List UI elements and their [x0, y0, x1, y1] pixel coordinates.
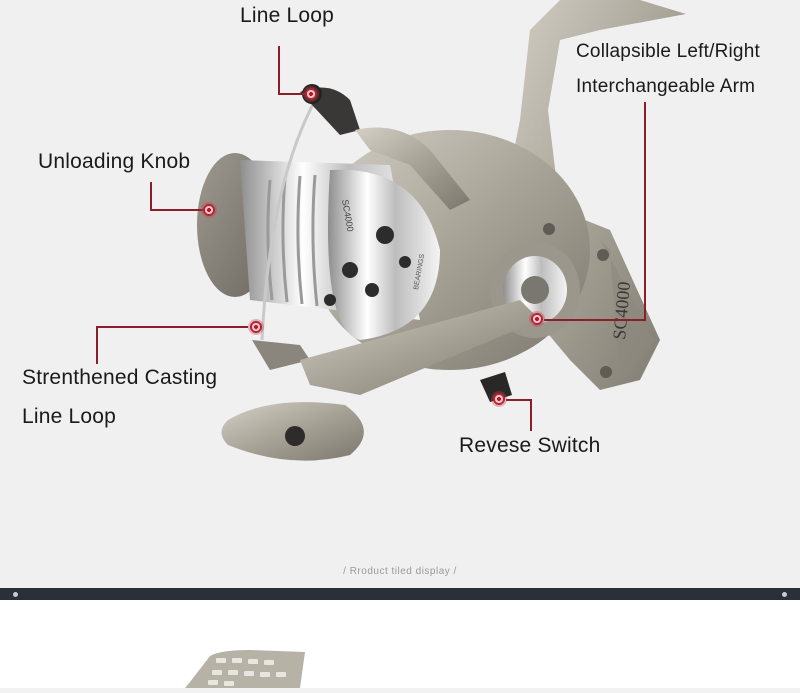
leader-switch-v: [530, 399, 532, 431]
callout-casting-line1: Strenthened Casting: [22, 366, 218, 389]
leader-casting-h: [96, 326, 248, 328]
display-caption: / Rroduct tiled display /: [343, 566, 457, 577]
callout-line-loop: Line Loop: [240, 4, 335, 27]
next-section-panel: [0, 600, 800, 688]
callout-arm-line1: Collapsible Left/Right: [576, 41, 760, 62]
marker-casting-icon: [248, 319, 264, 335]
callout-casting-line2: Line Loop: [22, 405, 117, 428]
callout-reverse-switch: Revese Switch: [459, 434, 601, 457]
bail-wire: [252, 84, 470, 370]
leader-arm-v: [644, 102, 646, 320]
leader-casting-v: [96, 326, 98, 364]
leader-line-loop-h: [278, 93, 308, 95]
leader-switch-h: [506, 399, 532, 401]
leader-line-loop-v: [278, 46, 280, 94]
callout-unloading-knob: Unloading Knob: [38, 150, 191, 173]
divider-dot-left: [13, 592, 18, 597]
marker-switch-icon: [491, 391, 507, 407]
marker-knob-icon: [201, 202, 217, 218]
callout-arm-line2: Interchangeable Arm: [576, 76, 756, 97]
reel-spool: BEARINGS SC4000: [197, 153, 440, 340]
product-preview-image: [185, 650, 305, 688]
section-divider: [0, 588, 800, 600]
leader-arm-h: [544, 319, 646, 321]
fishing-reel-image: SC4000 BEARINGS SC4000: [197, 0, 686, 461]
leader-knob-v: [150, 182, 152, 210]
divider-dot-right: [782, 592, 787, 597]
leader-knob-h: [150, 209, 204, 211]
marker-line-loop-icon: [303, 86, 319, 102]
marker-arm-icon: [529, 311, 545, 327]
